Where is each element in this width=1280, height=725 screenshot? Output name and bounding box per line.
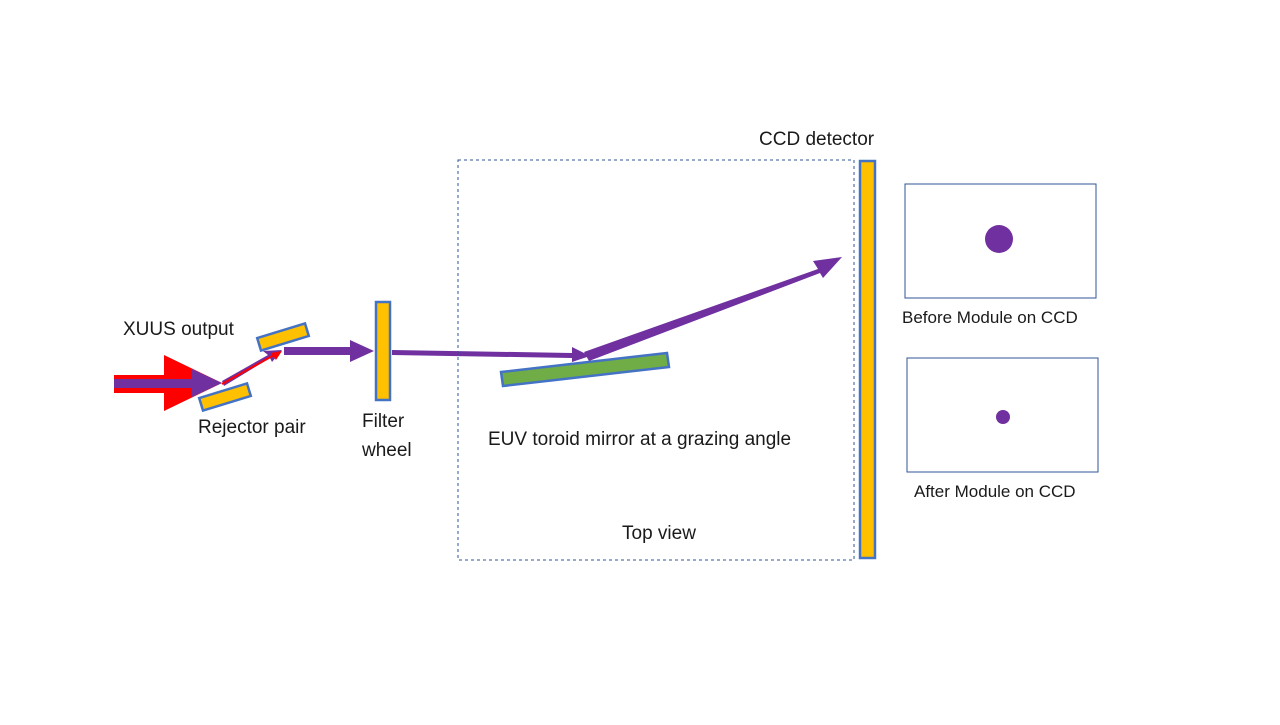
after-label: After Module on CCD	[914, 482, 1076, 501]
rejector-mirror-icon	[255, 321, 311, 353]
rejector-label: Rejector pair	[198, 417, 306, 438]
detector-label: CCD detector	[759, 129, 875, 150]
ir-rejector-arrowhead	[271, 351, 282, 360]
top-view-frame	[457, 159, 855, 561]
euv-input-beam	[114, 369, 222, 397]
before-label: Before Module on CCD	[902, 308, 1078, 327]
mirror-label: EUV toroid mirror at a grazing angle	[488, 429, 792, 450]
ir-rejector-beam	[221, 353, 277, 385]
filter-label-line2: wheel	[362, 440, 412, 461]
filter-label-line1: Filter	[362, 411, 405, 432]
source-label: XUUS output	[123, 319, 234, 340]
toroid-mirror-icon	[499, 351, 671, 388]
before-spot	[985, 225, 1013, 253]
euv-beam-to-filter	[284, 340, 374, 362]
euv-reflected-beam	[584, 257, 842, 361]
rejector-mirror-icon	[197, 381, 253, 413]
euv-beam-to-mirror	[392, 347, 590, 362]
ccd-detector-icon	[858, 159, 877, 560]
view-label: Top view	[622, 523, 696, 544]
filter-wheel-icon	[374, 300, 392, 402]
after-spot	[996, 410, 1010, 424]
